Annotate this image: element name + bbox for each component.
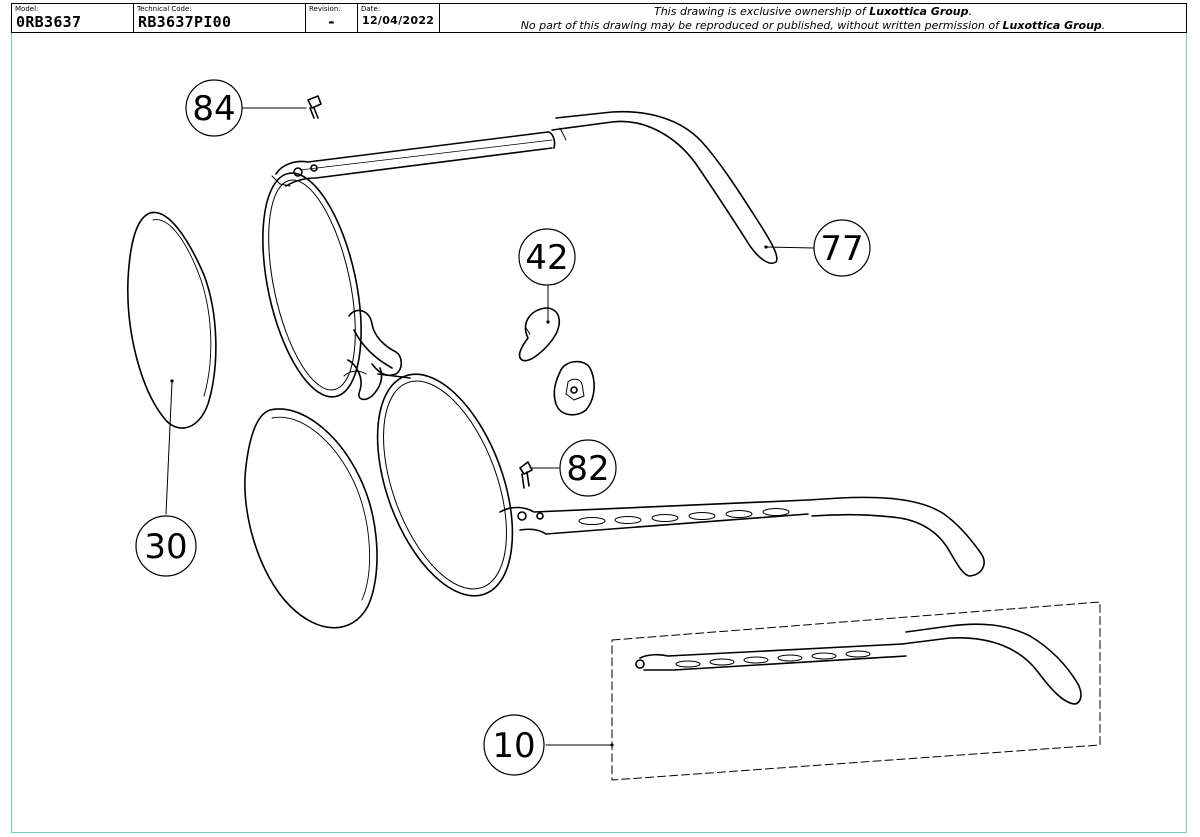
date-cell: Date: 12/04/2022 xyxy=(358,4,440,32)
ownership-notice: This drawing is exclusive ownership of L… xyxy=(440,4,1186,32)
notice-line-2-text: No part of this drawing may be reproduce… xyxy=(520,19,1003,32)
notice-line-1-text: This drawing is exclusive ownership of xyxy=(653,5,870,18)
callout-77: 77 xyxy=(813,219,871,277)
lower-temple xyxy=(499,496,985,577)
model-cell: Model: 0RB3637 xyxy=(12,4,134,32)
right-eye-rim xyxy=(376,373,514,597)
notice-line-1-end: . xyxy=(968,5,973,18)
notice-line-2-brand: Luxottica Group xyxy=(1002,19,1102,32)
callout-82: 82 xyxy=(559,439,617,497)
model-label: Model: xyxy=(15,5,39,13)
callout-84: 84 xyxy=(185,79,243,137)
date-label: Date: xyxy=(361,5,381,13)
callout-42: 42 xyxy=(518,228,576,286)
upper-temple xyxy=(271,110,778,264)
left-eye-rim xyxy=(262,172,362,398)
revision-value: - xyxy=(326,13,337,31)
date-value: 12/04/2022 xyxy=(362,14,435,27)
leader-lines xyxy=(165,107,815,746)
notice-line-2: No part of this drawing may be reproduce… xyxy=(440,19,1186,33)
callout-42-label: 42 xyxy=(525,238,568,278)
model-value: 0RB3637 xyxy=(16,13,82,31)
technical-code-label: Technical Code: xyxy=(137,5,192,13)
callout-82-label: 82 xyxy=(566,449,609,489)
callout-77-label: 77 xyxy=(820,229,863,269)
screw-82 xyxy=(519,461,533,489)
callout-30-label: 30 xyxy=(144,527,187,567)
callout-84-label: 84 xyxy=(192,89,235,129)
notice-line-1-brand: Luxottica Group xyxy=(869,5,969,18)
technical-code-value: RB3637PI00 xyxy=(138,13,232,31)
spare-temple-10 xyxy=(611,601,1101,781)
callout-30: 30 xyxy=(135,515,197,577)
left-lens xyxy=(127,211,217,429)
nose-pad-left xyxy=(518,307,561,362)
revision-cell: Revision: - xyxy=(306,4,358,32)
callout-10-label: 10 xyxy=(492,726,535,766)
notice-line-2-end: . xyxy=(1101,19,1106,32)
callout-10: 10 xyxy=(483,714,545,776)
technical-code-cell: Technical Code: RB3637PI00 xyxy=(134,4,306,32)
screw-84 xyxy=(307,95,322,119)
notice-line-1: This drawing is exclusive ownership of L… xyxy=(440,5,1186,19)
right-lens xyxy=(244,408,378,629)
title-block: Model: 0RB3637 Technical Code: RB3637PI0… xyxy=(11,3,1187,33)
nose-pad-right xyxy=(553,360,595,416)
revision-label: Revision: xyxy=(309,5,341,13)
bridge xyxy=(343,309,411,401)
